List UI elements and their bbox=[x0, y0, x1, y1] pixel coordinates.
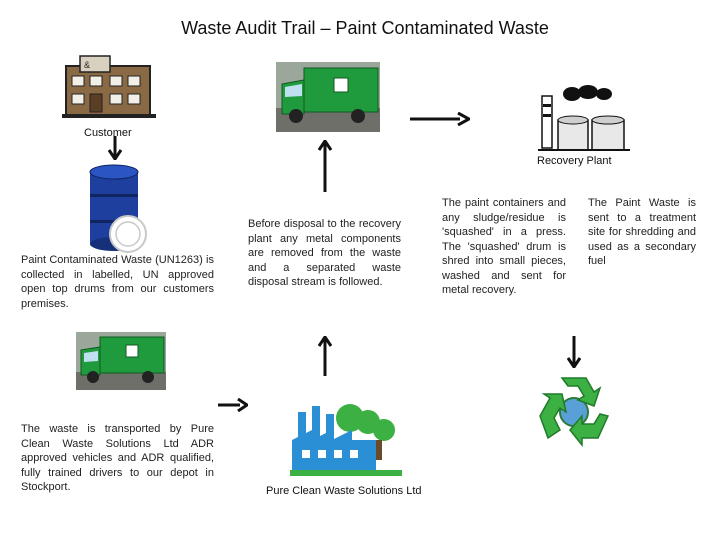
step-separation-text: Before disposal to the recovery plant an… bbox=[248, 218, 401, 288]
recovery-plant-label: Recovery Plant bbox=[537, 155, 612, 167]
truck-icon bbox=[276, 62, 380, 132]
drum-icon bbox=[80, 162, 148, 254]
company-label: Pure Clean Waste Solutions Ltd bbox=[266, 485, 422, 497]
arrow-down bbox=[108, 136, 122, 160]
customer-label: Customer bbox=[84, 127, 132, 139]
page-title: Waste Audit Trail – Paint Contaminated W… bbox=[181, 18, 549, 38]
building-icon: & bbox=[60, 52, 160, 120]
step-fuel-text: The Paint Waste is sent to a treatment s… bbox=[588, 197, 696, 267]
svg-text:&: & bbox=[84, 60, 90, 70]
arrow-up bbox=[318, 336, 332, 376]
recovery-plant-icon bbox=[538, 84, 630, 154]
arrow-up bbox=[318, 140, 332, 192]
step-transport-text: The waste is transported by Pure Clean W… bbox=[21, 423, 214, 493]
factory-icon bbox=[290, 400, 402, 478]
step-collection-text: Paint Contaminated Waste (UN1263) is col… bbox=[21, 254, 214, 310]
arrow-right bbox=[410, 112, 470, 126]
recycle-icon bbox=[532, 372, 616, 448]
arrow-right bbox=[218, 398, 248, 412]
truck-icon bbox=[76, 332, 166, 390]
step-press-text: The paint containers and any sludge/resi… bbox=[442, 197, 566, 296]
arrow-down bbox=[567, 336, 581, 368]
